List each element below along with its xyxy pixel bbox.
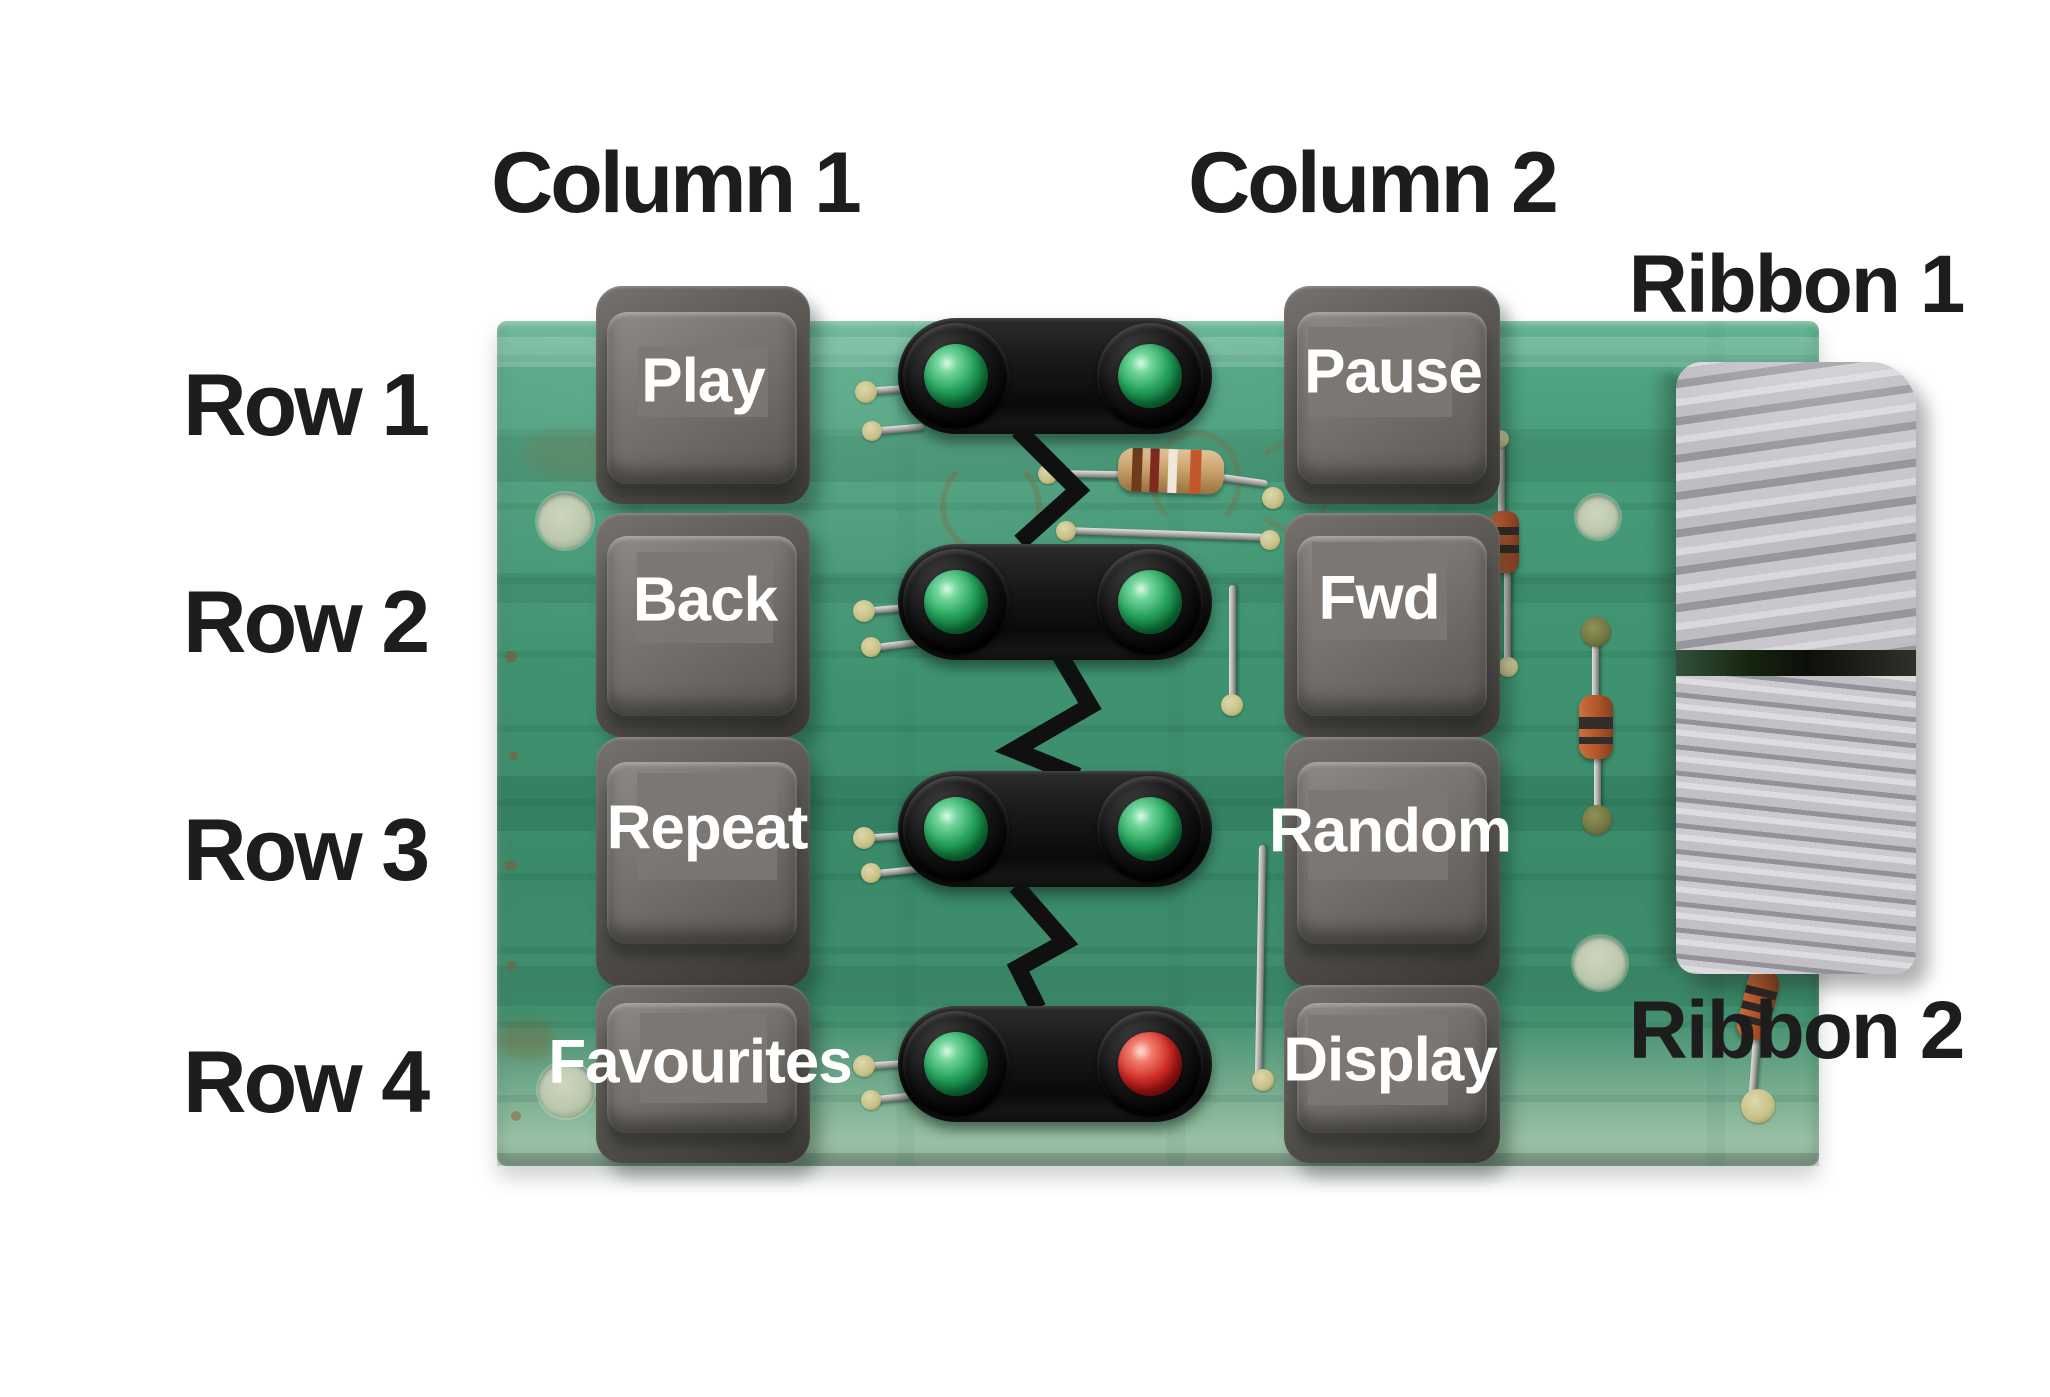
flux-stain xyxy=(500,1020,555,1060)
rust-spot xyxy=(509,751,518,760)
solder-pad xyxy=(862,421,882,441)
button-label: Favourites xyxy=(548,1027,853,1097)
led-holder-row4 xyxy=(898,1006,1212,1122)
button-label: Display xyxy=(1283,1025,1498,1095)
solder-pad xyxy=(861,637,881,657)
trace-stain xyxy=(940,455,1042,557)
rust-spot xyxy=(505,651,517,663)
solder-pad xyxy=(853,600,875,622)
resistor-band xyxy=(1579,737,1613,744)
solder-pad xyxy=(861,863,881,883)
ribbon-cable-upper-coil xyxy=(1676,362,1916,650)
solder-pad xyxy=(853,827,875,849)
solder-pad xyxy=(855,381,877,403)
solder-pad xyxy=(861,1090,881,1110)
button-label: Fwd xyxy=(1318,563,1441,633)
resistor-band xyxy=(1167,448,1178,494)
resistor-lead xyxy=(1504,570,1511,665)
resistor-lead xyxy=(1592,640,1599,698)
red-led-row4-right xyxy=(1118,1032,1182,1096)
ribbon-cable xyxy=(1676,362,1916,974)
solder-pad xyxy=(1260,530,1280,550)
button-label-plate xyxy=(1312,542,1447,640)
push-button-random[interactable]: Random xyxy=(1269,737,1512,987)
push-button-repeat[interactable]: Repeat xyxy=(596,737,810,987)
resistor-band xyxy=(1131,447,1143,492)
button-label-plate xyxy=(1308,1015,1448,1105)
rust-spot xyxy=(507,961,516,970)
resistor-band xyxy=(1579,717,1613,729)
annotation-column-2: Column 2 xyxy=(1188,134,1559,231)
button-label: Repeat xyxy=(606,793,809,863)
button-label-plate xyxy=(640,1013,767,1103)
rust-spot xyxy=(504,861,517,871)
solder-pad xyxy=(1038,464,1058,484)
green-led-row3-left xyxy=(924,797,988,861)
led-holder-row3 xyxy=(898,771,1212,887)
led-holder-row2 xyxy=(898,544,1212,660)
green-led-row2-left xyxy=(924,570,988,634)
push-button-display[interactable]: Display xyxy=(1283,985,1500,1163)
solder-pad xyxy=(1056,521,1076,541)
solder-pad xyxy=(1498,657,1518,677)
annotation-row-3: Row 3 xyxy=(183,800,430,899)
solder-pad xyxy=(1741,1089,1775,1123)
button-label: Back xyxy=(632,565,778,635)
button-label-plate xyxy=(1308,790,1448,880)
resistor-lead xyxy=(1498,441,1505,513)
resistor-band xyxy=(1489,527,1519,535)
resistor-vertical xyxy=(1579,695,1613,759)
resistor-horizontal xyxy=(1117,447,1225,495)
ribbon-cable-lower-coil xyxy=(1676,676,1916,974)
solder-pad xyxy=(1582,805,1612,835)
button-label-plate xyxy=(637,552,773,643)
push-button-play[interactable]: Play xyxy=(596,286,810,504)
resistor-band xyxy=(1149,448,1160,493)
button-label: Play xyxy=(641,346,766,416)
button-label: Pause xyxy=(1304,337,1483,407)
mounting-hole xyxy=(1576,495,1620,539)
resistor-band xyxy=(1489,545,1519,553)
mounting-hole xyxy=(537,493,593,549)
push-button-fwd[interactable]: Fwd xyxy=(1284,513,1500,737)
push-button-back[interactable]: Back xyxy=(596,513,810,737)
button-label-plate xyxy=(637,773,777,880)
solder-pad xyxy=(853,1055,875,1077)
resistor-band xyxy=(1189,449,1202,495)
push-button-pause[interactable]: Pause xyxy=(1284,286,1500,504)
solder-pad xyxy=(1252,1069,1274,1091)
mounting-hole xyxy=(1573,936,1627,990)
solder-pad xyxy=(1221,694,1243,716)
ribbon-cable-fold-gap xyxy=(1676,650,1916,676)
green-led-row2-right xyxy=(1118,570,1182,634)
solder-pad xyxy=(1262,487,1284,509)
green-led-row4-left xyxy=(924,1032,988,1096)
button-label: Random xyxy=(1269,796,1512,866)
button-label-plate xyxy=(1308,327,1452,417)
green-led-row1-right xyxy=(1118,344,1182,408)
annotation-row-4: Row 4 xyxy=(183,1032,430,1131)
annotation-ribbon-1: Ribbon 1 xyxy=(1628,239,1966,330)
jumper-wire xyxy=(1229,585,1236,703)
resistor-lead xyxy=(1594,755,1601,817)
solder-pad xyxy=(1581,617,1611,647)
green-led-row1-left xyxy=(924,344,988,408)
push-button-favourites[interactable]: Favourites xyxy=(548,985,853,1163)
led-holder-row1 xyxy=(898,318,1212,434)
green-led-row3-right xyxy=(1118,797,1182,861)
mounting-hole xyxy=(538,1062,594,1118)
rust-spot xyxy=(511,1111,521,1121)
annotation-row-2: Row 2 xyxy=(183,572,430,671)
annotation-ribbon-2: Ribbon 2 xyxy=(1628,985,1966,1076)
resistor-lead xyxy=(1049,470,1125,479)
button-label-plate xyxy=(638,347,768,417)
annotation-row-1: Row 1 xyxy=(183,355,430,454)
annotation-column-1: Column 1 xyxy=(491,134,862,231)
